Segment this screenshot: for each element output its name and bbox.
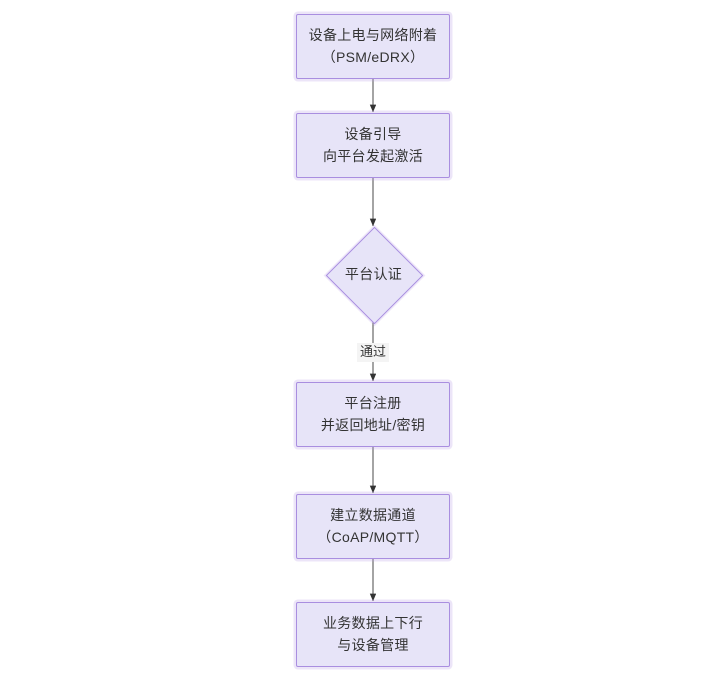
node-label-line-1: 业务数据上下行	[322, 614, 424, 631]
node-device-power-on[interactable]: 设备上电与网络附着 （PSM/eDRX）	[296, 14, 450, 79]
node-label-line-2: 向平台发起激活	[322, 147, 424, 164]
node-label-line-1: 设备上电与网络附着	[308, 26, 438, 43]
node-label-line-2: 并返回地址/密钥	[320, 416, 426, 433]
node-label-line-2: （CoAP/MQTT）	[317, 528, 429, 545]
node-establish-data-channel[interactable]: 建立数据通道 （CoAP/MQTT）	[296, 494, 450, 559]
node-device-bootstrap[interactable]: 设备引导 向平台发起激活	[296, 113, 450, 178]
node-label-line-2: 与设备管理	[337, 636, 409, 653]
node-label-line-1: 平台注册	[344, 394, 402, 411]
node-label-line-1: 建立数据通道	[330, 506, 416, 523]
node-label-line-1: 设备引导	[344, 125, 402, 142]
node-platform-registration[interactable]: 平台注册 并返回地址/密钥	[296, 382, 450, 447]
node-label-line-2: （PSM/eDRX）	[321, 48, 425, 65]
node-label-line-1: 平台认证	[344, 265, 403, 282]
node-platform-authentication[interactable]: 平台认证	[325, 226, 424, 325]
node-business-data-and-device-management[interactable]: 业务数据上下行 与设备管理	[296, 602, 450, 667]
edge-label-pass: 通过	[357, 343, 390, 362]
